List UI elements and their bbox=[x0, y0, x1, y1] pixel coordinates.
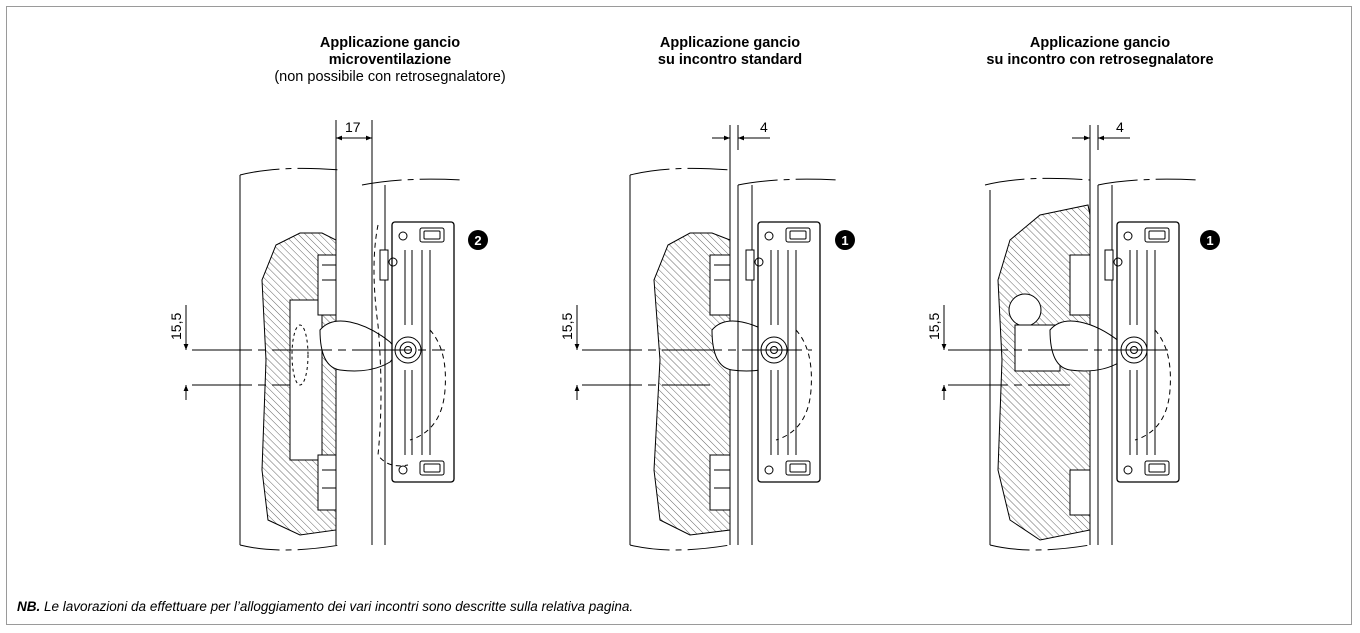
panel-3-title-line-2: su incontro con retrosegnalatore bbox=[986, 52, 1214, 68]
panel-3-dim-top: 4 bbox=[1116, 119, 1124, 135]
panel-3-dim-side: 15,5 bbox=[926, 313, 942, 340]
panel-3-callout: 1 bbox=[1200, 230, 1220, 250]
panel-2-callout-number: 1 bbox=[841, 233, 848, 248]
panel-1-title-line-3: (non possibile con retrosegnalatore) bbox=[274, 69, 506, 85]
figure-frame bbox=[6, 6, 1352, 625]
panel-2-title: Applicazione gancio su incontro standard bbox=[570, 35, 890, 69]
panel-2-drawing bbox=[574, 125, 839, 551]
panel-3-callout-number: 1 bbox=[1206, 233, 1213, 248]
panel-3-title: Applicazione gancio su incontro con retr… bbox=[940, 35, 1260, 69]
panel-1-title: Applicazione gancio microventilazione (n… bbox=[230, 35, 550, 86]
footnote-label: NB. bbox=[17, 599, 41, 614]
panel-3-title-line-1: Applicazione gancio bbox=[1029, 35, 1171, 51]
footnote: NB. Le lavorazioni da effettuare per l’a… bbox=[17, 599, 633, 614]
panel-1-dim-side: 15,5 bbox=[168, 313, 184, 340]
panel-2-dim-side: 15,5 bbox=[559, 313, 575, 340]
panel-1-title-line-2: microventilazione bbox=[328, 52, 452, 68]
panel-1-callout-number: 2 bbox=[474, 233, 481, 248]
panel-2-callout: 1 bbox=[835, 230, 855, 250]
panel-1-callout: 2 bbox=[468, 230, 488, 250]
panel-1-dim-top: 17 bbox=[345, 119, 361, 135]
panel-2-dim-top: 4 bbox=[760, 119, 768, 135]
panel-1-title-line-1: Applicazione gancio bbox=[319, 35, 461, 51]
panel-2-title-line-1: Applicazione gancio bbox=[659, 35, 801, 51]
panel-3-drawing bbox=[941, 125, 1199, 551]
panel-2-title-line-2: su incontro standard bbox=[657, 52, 803, 68]
panel-1-drawing bbox=[183, 120, 463, 551]
footnote-text: Le lavorazioni da effettuare per l’allog… bbox=[40, 599, 634, 614]
